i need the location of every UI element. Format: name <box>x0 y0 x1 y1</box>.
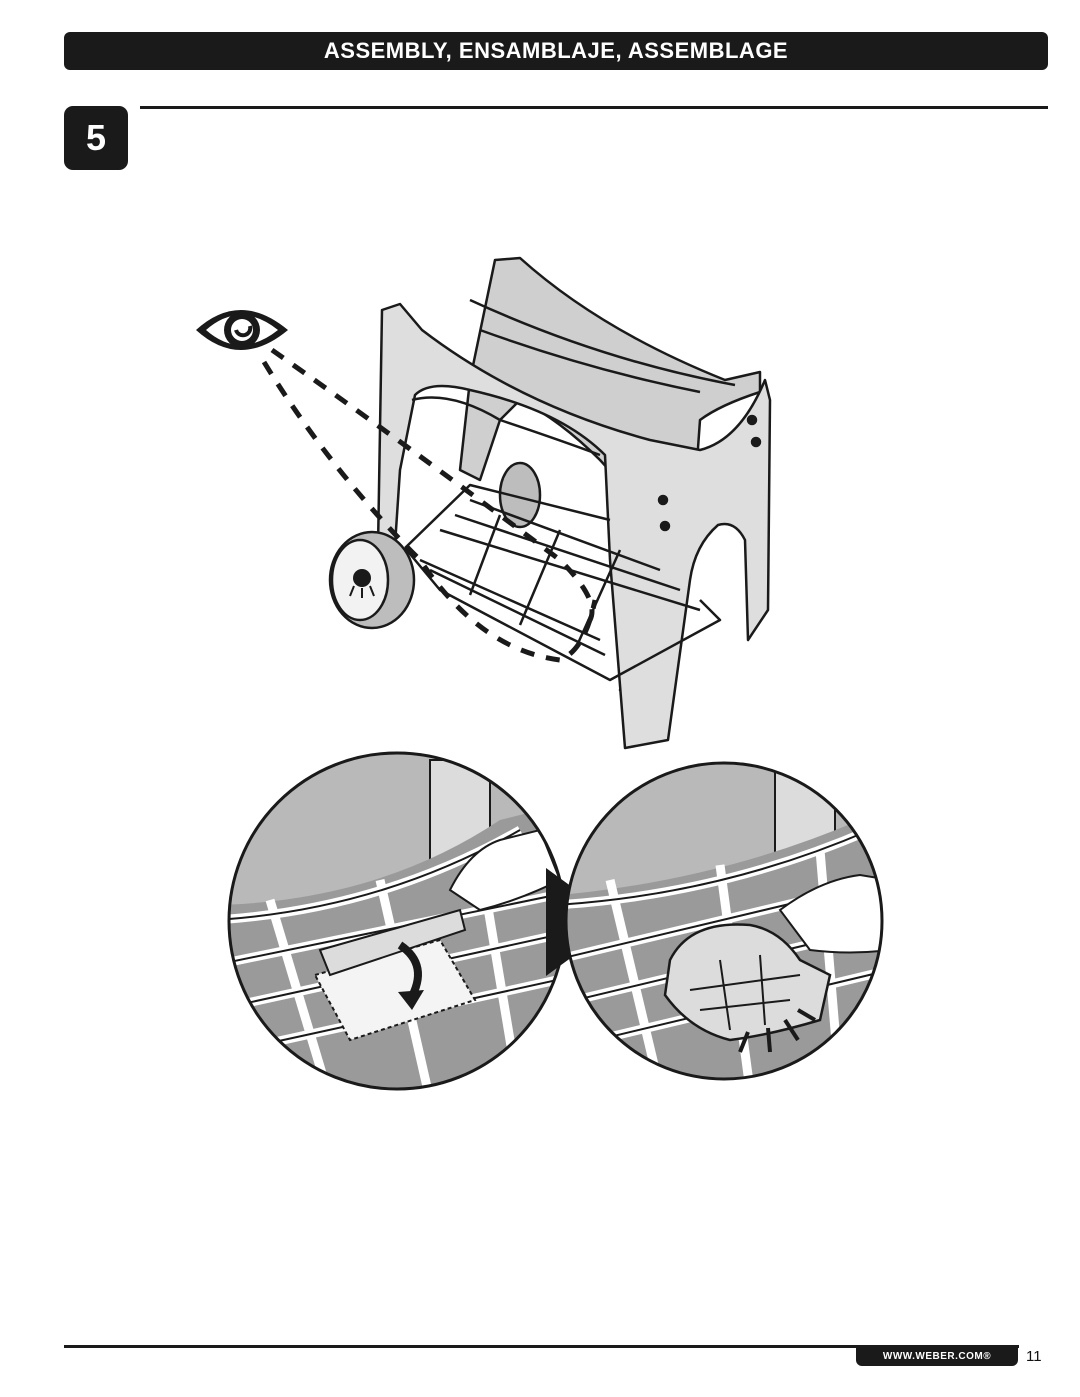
website-tab: WWW.WEBER.COM® <box>856 1346 1018 1366</box>
step-number-badge: 5 <box>64 106 128 170</box>
sightline-dashes <box>261 347 598 663</box>
weber-kettle-logo-icon <box>349 569 375 598</box>
assembly-illustration <box>196 256 884 1091</box>
website-url: WWW.WEBER.COM® <box>882 1350 992 1362</box>
section-header-bar: ASSEMBLY, ENSAMBLAJE, ASSEMBLAGE <box>64 32 1048 70</box>
detail-view-left <box>227 751 567 1091</box>
page-number: 11 <box>1026 1348 1042 1365</box>
footer-divider <box>64 1345 1019 1348</box>
section-title: ASSEMBLY, ENSAMBLAJE, ASSEMBLAGE <box>323 38 789 63</box>
step-divider <box>140 106 1048 109</box>
step-number: 5 <box>85 117 107 158</box>
cart-stand-illustration <box>328 256 772 750</box>
detail-view-right <box>564 761 884 1081</box>
eye-icon <box>196 310 288 350</box>
